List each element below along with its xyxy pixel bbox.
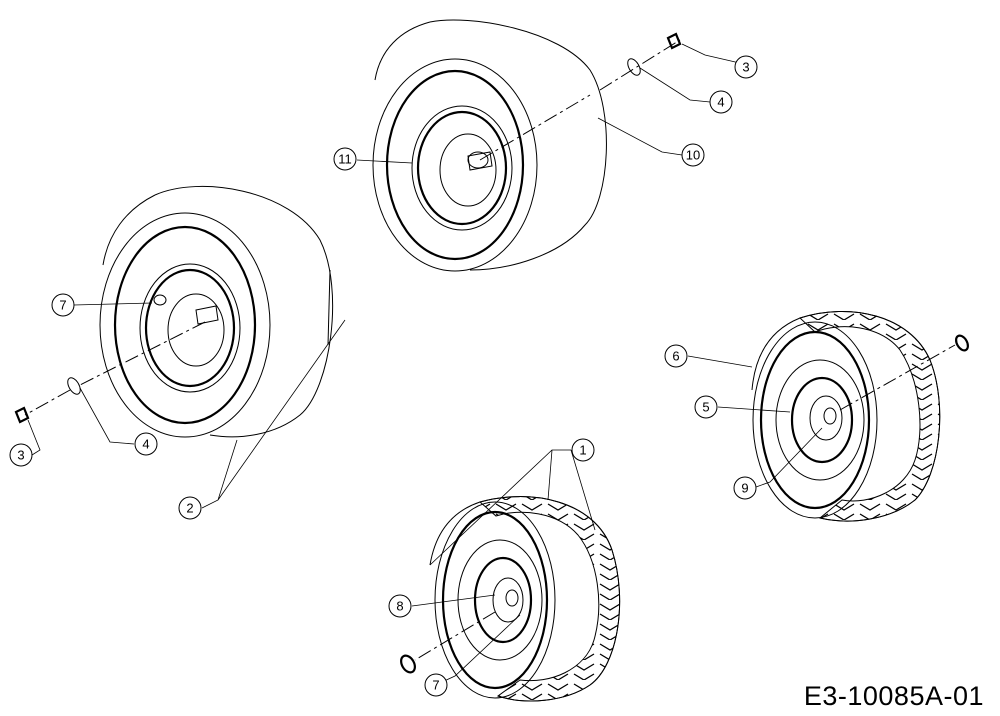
callout-2-label: 2 bbox=[186, 501, 193, 516]
callout-6: 6 bbox=[664, 344, 688, 368]
callout-3-left-label: 3 bbox=[17, 448, 24, 463]
callout-9: 9 bbox=[733, 476, 757, 500]
callout-10: 10 bbox=[681, 143, 705, 167]
callout-8: 8 bbox=[388, 594, 412, 618]
smooth-wheel-left bbox=[99, 185, 334, 438]
top-wheel-axle-parts bbox=[479, 32, 682, 161]
callout-5-label: 5 bbox=[702, 400, 709, 415]
callout-2: 2 bbox=[178, 496, 202, 520]
callout-3-top-label: 3 bbox=[742, 60, 749, 75]
callout-10-label: 10 bbox=[686, 148, 700, 163]
callout-1-label: 1 bbox=[579, 443, 586, 458]
callout-7-bottom-label: 7 bbox=[432, 678, 439, 693]
callout-7-left: 7 bbox=[51, 293, 75, 317]
left-wheel-axle-parts bbox=[14, 321, 206, 424]
smooth-wheel-top bbox=[372, 19, 607, 272]
right-wheel-axle-parts bbox=[839, 334, 969, 411]
tread-wheel-right bbox=[751, 311, 941, 522]
callout-3-left: 3 bbox=[9, 443, 33, 467]
callout-3-top: 3 bbox=[734, 55, 758, 79]
tread-wheel-bottom bbox=[429, 496, 621, 702]
callout-5: 5 bbox=[694, 395, 718, 419]
callout-11: 11 bbox=[333, 147, 357, 171]
drawing-code: E3-10085A-01 bbox=[803, 681, 984, 711]
callout-6-label: 6 bbox=[672, 349, 679, 364]
callout-11-label: 11 bbox=[338, 152, 352, 167]
callout-4-top-label: 4 bbox=[717, 95, 724, 110]
callout-4-top: 4 bbox=[709, 90, 733, 114]
callout-8-label: 8 bbox=[396, 599, 403, 614]
callout-1: 1 bbox=[571, 438, 595, 462]
bottom-wheel-axle-parts bbox=[400, 611, 496, 674]
callout-4-left-label: 4 bbox=[142, 437, 149, 452]
callout-4-left: 4 bbox=[134, 432, 158, 456]
callout-7-bottom: 7 bbox=[424, 673, 448, 697]
callout-7-left-label: 7 bbox=[59, 298, 66, 313]
callout-9-label: 9 bbox=[741, 481, 748, 496]
